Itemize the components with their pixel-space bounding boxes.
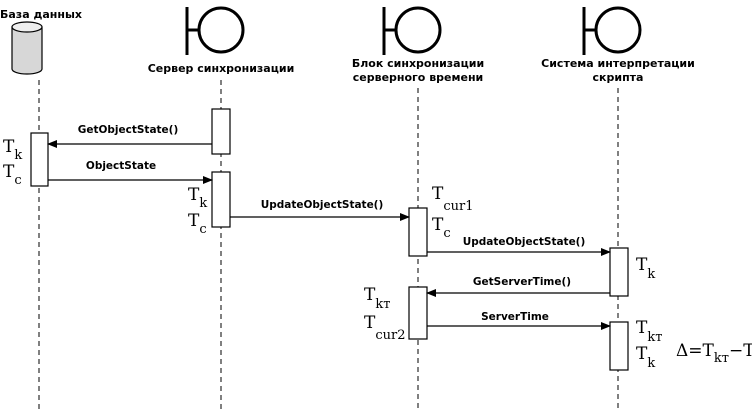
message-label: UpdateObjectState() [261, 199, 384, 211]
activation-bar [211, 108, 231, 155]
activation-bar [408, 286, 428, 340]
activation-bar [211, 171, 231, 228]
time-label: Tc [432, 215, 451, 241]
time-label: Tc [3, 162, 22, 188]
activation-bar [408, 207, 428, 257]
boundary-icon-script-system [582, 6, 642, 55]
time-label: Tkт [636, 318, 662, 345]
time-label: Tkт [364, 285, 390, 312]
time-label: Tk [3, 137, 22, 163]
participant-label-sync-server: Сервер синхронизации [148, 62, 295, 75]
database-icon [11, 21, 43, 75]
participant-label-db: База данных [0, 8, 82, 21]
time-label: Tk [636, 344, 655, 371]
time-label: Tcur2 [364, 313, 405, 343]
activation-bar [30, 132, 49, 187]
time-label: Tk [636, 255, 655, 282]
delta-formula: Δ=Tkт−Tk [676, 341, 752, 366]
message-label: GetServerTime() [473, 276, 571, 288]
activation-bar [609, 321, 629, 371]
message-label: GetObjectState() [78, 124, 179, 136]
message-label: UpdateObjectState() [463, 236, 586, 248]
time-label: Tk [188, 185, 207, 211]
boundary-icon-time-block [382, 6, 442, 55]
activation-bar [609, 247, 629, 297]
message-label: ServerTime [481, 311, 549, 323]
participant-label-script-line1: Система интерпретации [541, 57, 695, 70]
participant-label-script-line2: скрипта [593, 71, 644, 84]
participant-label-time-block-line1: Блок синхронизации [352, 57, 484, 70]
time-label: Tcur1 [432, 184, 473, 214]
message-label: ObjectState [86, 160, 156, 172]
participant-label-time-block-line2: серверного времени [353, 71, 484, 84]
boundary-icon-sync-server [185, 6, 245, 55]
time-label: Tc [188, 211, 207, 237]
